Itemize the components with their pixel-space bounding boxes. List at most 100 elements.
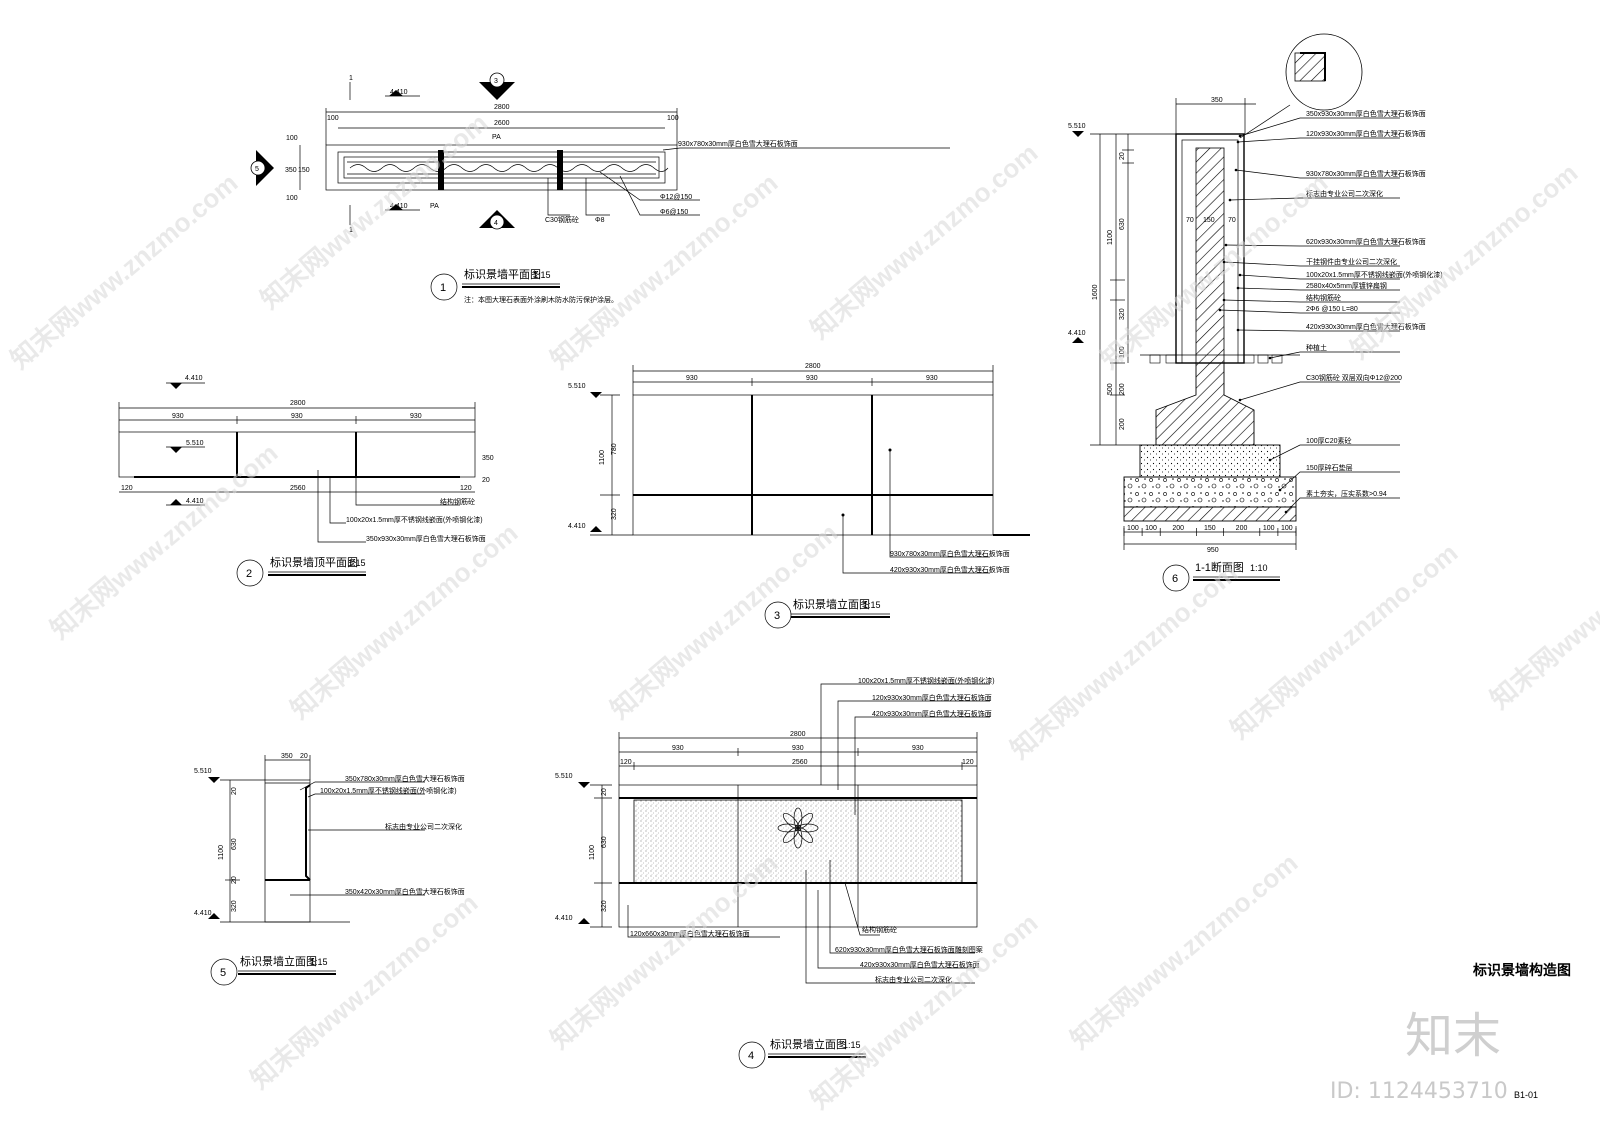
tp-w20: 20 — [482, 477, 490, 484]
e4-title: 标识景墙立面图 — [770, 1037, 847, 1051]
sec-leader — [1237, 137, 1400, 143]
sec-w70b: 70 — [1228, 217, 1236, 224]
dim-plan-inner: 2600 — [494, 120, 510, 127]
sec-callout-13: 100厚C20素砼 — [1306, 436, 1352, 445]
watermark-text: 知末网www.znzmo.com — [1065, 847, 1304, 1054]
e5-h1100: 1100 — [218, 845, 225, 860]
dim-plan-overall: 2800 — [494, 104, 510, 111]
sec-callout-15: 素土夯实，压实系数>0.94 — [1306, 489, 1387, 498]
sec-elev-bot: 4.410 — [1068, 330, 1086, 337]
e5-w20: 20 — [300, 753, 308, 760]
view-elevation-3: 2800 930 930 930 5.510 4.410 1100 780 32… — [568, 363, 1030, 629]
sec-callout-10: 420x930x30mm厚白色雪大理石板饰面 — [1306, 322, 1426, 331]
flower-motif-icon — [777, 807, 819, 849]
e3-h1100: 1100 — [599, 450, 606, 465]
sec-soil-layer — [1123, 506, 1297, 522]
tp-callout-2: 100x20x1.5mm厚不锈钢线嵌面(外喷钢化漆) — [346, 515, 483, 524]
watermark-text: 知末网www.znzmo.com — [45, 437, 284, 644]
e3-callout-1: 930x780x30mm厚白色雪大理石板饰面 — [890, 549, 1010, 558]
sec-c20-layer — [1139, 444, 1281, 478]
sec-w950: 950 — [1207, 547, 1219, 554]
e5-elev-top: 5.510 — [194, 768, 212, 775]
sec-leader — [1279, 471, 1400, 491]
tp-elev-bot: 4.410 — [186, 498, 204, 505]
e5-w350: 350 — [281, 753, 293, 760]
sec-num: 6 — [1172, 573, 1178, 585]
sec-h200a: 200 — [1119, 383, 1126, 395]
watermark-text: 知末网www.znzmo.com — [805, 137, 1044, 344]
marker-3: 3 — [494, 78, 498, 85]
sheet-number: B1-01 — [1514, 1090, 1538, 1100]
e4-callout-8: 120x660x30mm厚白色雪大理石板饰面 — [630, 929, 750, 938]
view-elevation-5: 350 20 5.510 4.410 1100 20 630 20 320 35… — [194, 753, 465, 986]
sec-leader — [1235, 169, 1400, 179]
e5-elev-bot: 4.410 — [194, 910, 212, 917]
e5-callout-4: 350x420x30mm厚白色雪大理石板饰面 — [345, 887, 465, 896]
e4-callout-1: 100x20x1.5mm厚不锈钢线嵌面(外喷钢化漆) — [858, 676, 995, 685]
pa-bottom: PA — [430, 203, 439, 210]
sec-bottom-dim-0: 100 — [1127, 525, 1139, 532]
sec-h320: 320 — [1119, 308, 1126, 320]
sec-leader — [1229, 197, 1400, 201]
view-plan: 2800 100 100 2600 PA 100 350 150 100 1 1… — [250, 72, 950, 304]
tp-title: 标识景墙顶平面图 — [270, 555, 358, 569]
sec-callout-4: 620x930x30mm厚白色雪大理石板饰面 — [1306, 237, 1426, 246]
e5-h20: 20 — [231, 787, 238, 795]
e5-callout-2: 100x20x1.5mm厚不锈钢线嵌面(外喷钢化漆) — [320, 786, 457, 795]
e4-carved-panel — [633, 799, 963, 884]
tp-w350: 350 — [482, 455, 494, 462]
view-top-plan: 4.410 2800 930 930 930 5.510 350 20 120 … — [118, 375, 494, 587]
sec-callout-8: 结构钢筋砼 — [1306, 293, 1341, 302]
sec-callout-9: 2Φ6 @150 L=80 — [1306, 306, 1358, 313]
e4-callout-2: 120x930x30mm厚白色雪大理石板饰面 — [872, 693, 992, 702]
e5-h20b: 20 — [231, 876, 238, 884]
sec-w70a: 70 — [1186, 217, 1194, 224]
e3-elev-top: 5.510 — [568, 383, 586, 390]
e3-title: 标识景墙立面图 — [793, 597, 870, 611]
plan-callout-2: C30钢筋砼 — [545, 215, 579, 224]
plan-scale: 1:15 — [533, 270, 551, 280]
sec-leader-dot — [1236, 140, 1240, 144]
sec-footing — [1155, 362, 1255, 446]
tp-overall: 2800 — [290, 400, 306, 407]
watermark-text: 知末网www.znzmo.com — [1485, 507, 1600, 714]
view-elevation-4: 2800 930 930 930 120 2560 120 5.510 4.41… — [555, 676, 995, 1069]
dim-plan-350: 350 — [285, 167, 297, 174]
tp-num: 2 — [246, 568, 252, 580]
section-mark-top: 1 — [349, 75, 353, 82]
tp-side-l: 120 — [121, 485, 133, 492]
tp-elev-inner: 5.510 — [186, 440, 204, 447]
sec-title: 1-1断面图 — [1195, 560, 1244, 574]
tp-scale: 1:15 — [348, 558, 366, 568]
sec-leader-dot — [1238, 398, 1242, 402]
sec-elev-top: 5.510 — [1068, 123, 1086, 130]
e3-h780: 780 — [611, 443, 618, 455]
tp-side-r: 120 — [460, 485, 472, 492]
sec-callout-7: 2580x40x5mm厚镀锌扁钢 — [1306, 281, 1387, 290]
sec-callout-6: 100x20x1.5mm厚不锈钢线嵌面(外喷钢化漆) — [1306, 270, 1443, 279]
sec-leader-dot — [1218, 308, 1222, 312]
e5-scale: 1:15 — [310, 957, 328, 967]
sec-callout-0: 350x930x30mm厚白色雪大理石板饰面 — [1306, 109, 1426, 118]
sec-h500: 500 — [1107, 383, 1114, 395]
plan-callout-4: Φ12@150 — [660, 194, 692, 201]
plan-title: 标识景墙平面图 — [464, 267, 541, 281]
e4-num: 4 — [748, 1050, 754, 1062]
sec-leader-dot — [1222, 298, 1226, 302]
e3-scale: 1:15 — [863, 600, 881, 610]
sec-leader — [1239, 117, 1400, 137]
view-section-6: 350 5.510 4.410 1600 1100 500 20 630 320… — [1068, 33, 1443, 592]
e4-elev-top: 5.510 — [555, 773, 573, 780]
tp-seg-2: 930 — [291, 413, 303, 420]
sec-leader-dot — [1236, 328, 1240, 332]
e4-callout-7: 标志由专业公司二次深化 — [875, 975, 952, 984]
plan-note: 注：本图大理石表面外涂刷木防水防污保护涂层。 — [464, 295, 618, 304]
tp-callout-3: 350x930x30mm厚白色雪大理石板饰面 — [366, 534, 486, 543]
sec-h100: 100 — [1119, 346, 1126, 358]
e3-h320: 320 — [611, 508, 618, 520]
sec-leader — [1223, 299, 1400, 303]
sec-leader — [1237, 287, 1400, 291]
dim-plan-edge-right: 100 — [667, 115, 679, 122]
